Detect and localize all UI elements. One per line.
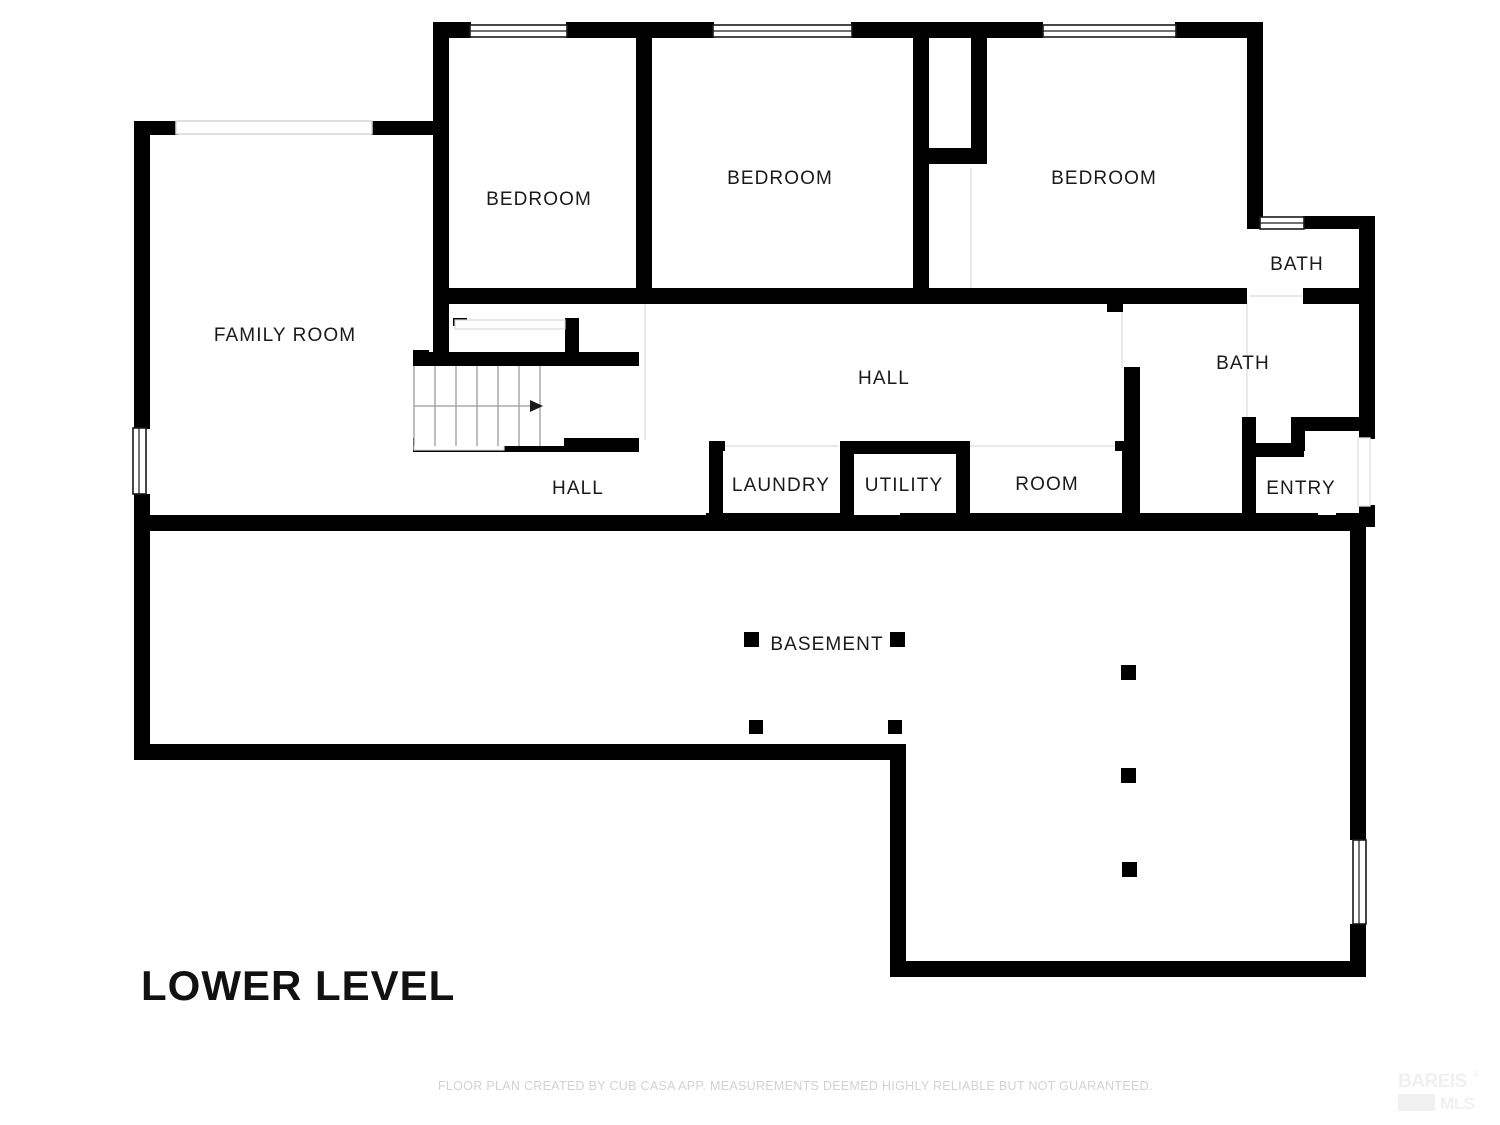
basement-column [1122, 862, 1137, 877]
basement-column [744, 632, 759, 647]
staircase [413, 366, 564, 446]
wall-bedroom1-west [433, 22, 449, 138]
wall-stair-bottom-stub2 [625, 438, 639, 452]
basement-column [1121, 665, 1136, 680]
wall-stair-bottom-stub [625, 352, 639, 366]
wall-familyroom-west-upper [134, 121, 150, 429]
closet-door-upper [454, 319, 566, 330]
wall-laundry-west [709, 441, 723, 527]
wall-closet-south [913, 148, 985, 164]
wall-entry-east-upper [1359, 417, 1375, 439]
footer-disclaimer: FLOOR PLAN CREATED BY CUB CASA APP. MEAS… [438, 1079, 1153, 1093]
stair-direction-arrow [530, 400, 543, 412]
wall-room-north-stub [1115, 441, 1131, 451]
window-entry-east [1357, 437, 1371, 507]
basement-column [1121, 768, 1136, 783]
wall-top-bedroom2-right [851, 22, 1043, 38]
wall-stair-top [413, 352, 639, 366]
basement-column [888, 720, 902, 734]
wall-bedroom3-south-right [1045, 288, 1107, 304]
wall-bedroom2-south [652, 288, 913, 304]
wall-bedroom3-east [1247, 22, 1263, 220]
basement-column [890, 632, 905, 647]
wall-bath-upper-east [1359, 216, 1375, 336]
basement-columns [744, 632, 1137, 877]
wall-bedroom1-west-lower [433, 130, 449, 358]
wall-bath-main-west-upper [1107, 288, 1123, 312]
wall-familyroom-north-right [371, 121, 449, 135]
wall-bath-main-vert-lower [1242, 443, 1256, 523]
watermark-block [1398, 1094, 1435, 1111]
wall-utility-west [840, 441, 854, 527]
wall-basement-south-left [134, 744, 906, 760]
wall-basement-west [134, 515, 150, 758]
wall-basement-south-right [890, 961, 1366, 977]
wall-bath-upper-south-left [1107, 288, 1247, 304]
watermark-registered-mark: ® [1473, 1070, 1479, 1079]
wall-bedroom1-south [449, 288, 652, 304]
windows [132, 24, 1371, 925]
watermark-primary-text: BAREIS [1398, 1071, 1467, 1092]
wall-basement-east-upper [1350, 515, 1366, 840]
window-family-room-north [175, 120, 373, 135]
wall-bath-main-south-d [1291, 417, 1305, 451]
wall-laundry-north-stub [709, 441, 725, 451]
page-title: LOWER LEVEL [141, 962, 456, 1009]
wall-bedroom3-south-left [913, 288, 1045, 304]
wall-top-bedroom3-right [1175, 22, 1247, 38]
wall-utility-north [840, 441, 970, 454]
wall-stair-closet-east [565, 318, 579, 358]
wall-bath-main-east [1359, 336, 1375, 420]
wall-bedroom3-west [971, 22, 987, 164]
wall-bath-upper-south-right [1303, 288, 1363, 304]
wall-bath-main-south-c [1291, 417, 1363, 431]
wall-room-east [1122, 441, 1138, 527]
wall-basement-north [136, 515, 1362, 531]
walls [134, 22, 1375, 977]
wall-basement-east-lower [1350, 924, 1366, 977]
basement-column [749, 720, 763, 734]
wall-closet-east [913, 22, 929, 162]
wall-bath-upper-north-right [1303, 216, 1375, 229]
wall-bath-main-south-b [1242, 443, 1304, 457]
wall-closet-west [913, 160, 929, 304]
wall-bedroom1-east [636, 22, 652, 304]
wall-bath-upper-north-left [1247, 216, 1261, 229]
wall-basement-mid-vert [890, 744, 906, 977]
wall-utility-east [956, 441, 970, 527]
bareis-mls-watermark: BAREIS ® MLS [1398, 1070, 1479, 1113]
watermark-secondary-text: MLS [1440, 1094, 1475, 1113]
